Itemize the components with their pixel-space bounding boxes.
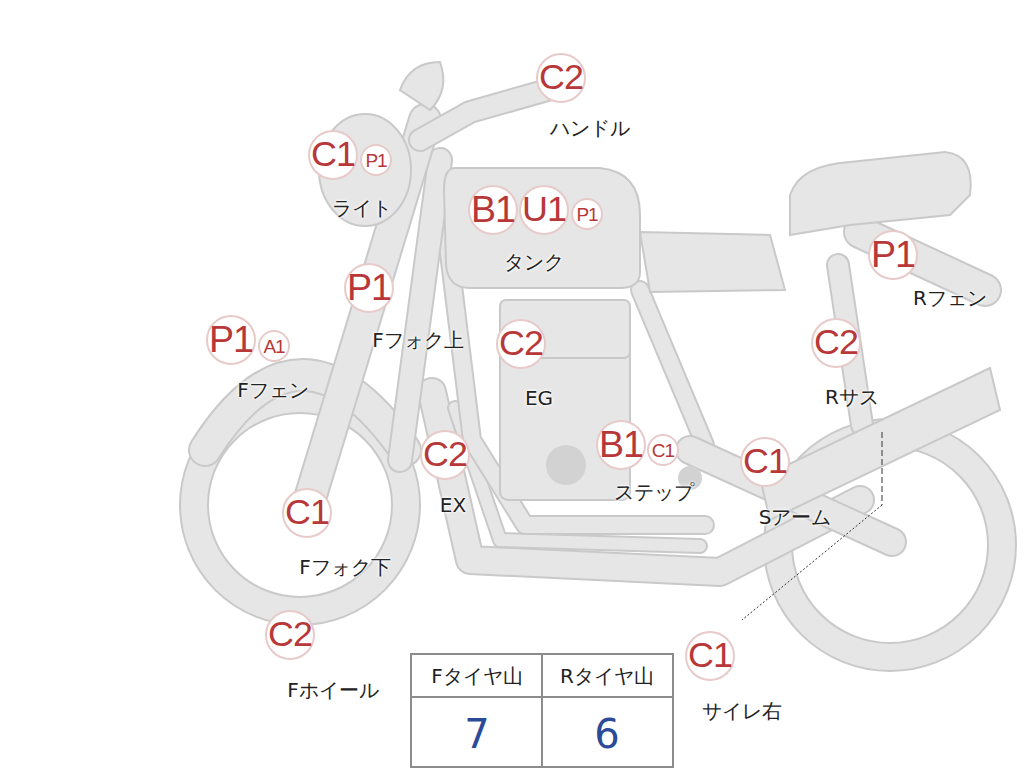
table-value: 6 (594, 712, 619, 756)
inspection-circle: C2 (811, 318, 861, 368)
callout-code: P1 (576, 205, 597, 224)
part-name: Fフォク上 (372, 329, 464, 351)
callout-code: C2 (499, 326, 543, 362)
callout-code: C1 (285, 495, 329, 531)
inspection-circle: B1 (596, 420, 646, 470)
inspection-circle: C1 (685, 631, 735, 681)
inspection-circle: C1 (282, 488, 332, 538)
small-inspection-circle: C1 (647, 434, 679, 466)
part-name: タンク (504, 251, 564, 273)
callout-code: U1 (522, 192, 566, 228)
part-name: Rフェン (913, 287, 987, 309)
inspection-circle: C1 (740, 437, 790, 487)
callout-code: B1 (471, 191, 515, 229)
table-header: Rタイヤ山 (560, 665, 654, 687)
callout-code: P1 (871, 236, 915, 274)
callout-code: A1 (263, 337, 284, 356)
callout-code: C1 (652, 441, 674, 460)
inspection-circle: C1 (308, 130, 358, 180)
part-name: EG (525, 387, 553, 409)
part-name: Fフォク下 (299, 556, 391, 578)
part-name: Fフェン (237, 379, 309, 401)
inspection-circle: U1 (519, 185, 569, 235)
inspection-circle: C2 (536, 53, 586, 103)
small-inspection-circle: P1 (571, 198, 603, 230)
part-name: ステップ (614, 481, 694, 503)
callout-code: C1 (743, 444, 787, 480)
leader-line (742, 432, 882, 620)
inspection-circle: B1 (468, 185, 518, 235)
tire-table (411, 654, 673, 767)
callout-code: C2 (268, 617, 312, 653)
callout-code: P1 (347, 269, 391, 307)
callout-code: P1 (365, 151, 386, 170)
part-name: Sアーム (759, 506, 832, 528)
part-name: サイレ右 (702, 700, 782, 722)
inspection-circle: P1 (344, 263, 394, 313)
small-inspection-circle: A1 (258, 330, 290, 362)
callout-code: C2 (423, 437, 467, 473)
part-name: Fホイール (287, 679, 379, 701)
callout-code: C2 (539, 60, 583, 96)
part-name: Rサス (825, 386, 879, 408)
body-parts (319, 62, 1000, 520)
inspection-circle: C2 (420, 430, 470, 480)
callout-code: C1 (311, 137, 355, 173)
small-inspection-circle: P1 (360, 144, 392, 176)
part-name: ハンドル (550, 117, 630, 139)
callout-code: C1 (688, 638, 732, 674)
inspection-circle: C2 (265, 610, 315, 660)
table-header: Fタイヤ山 (431, 665, 523, 687)
part-name: EX (440, 494, 466, 516)
inspection-circle: P1 (206, 315, 256, 365)
table-value: 7 (464, 712, 489, 756)
callout-code: P1 (209, 321, 253, 359)
inspection-circle: P1 (868, 230, 918, 280)
part-name: ライト (332, 197, 392, 219)
callout-code: B1 (599, 426, 643, 464)
callout-code: C2 (814, 325, 858, 361)
inspection-circle: C2 (496, 319, 546, 369)
frame-tubes (205, 85, 985, 572)
